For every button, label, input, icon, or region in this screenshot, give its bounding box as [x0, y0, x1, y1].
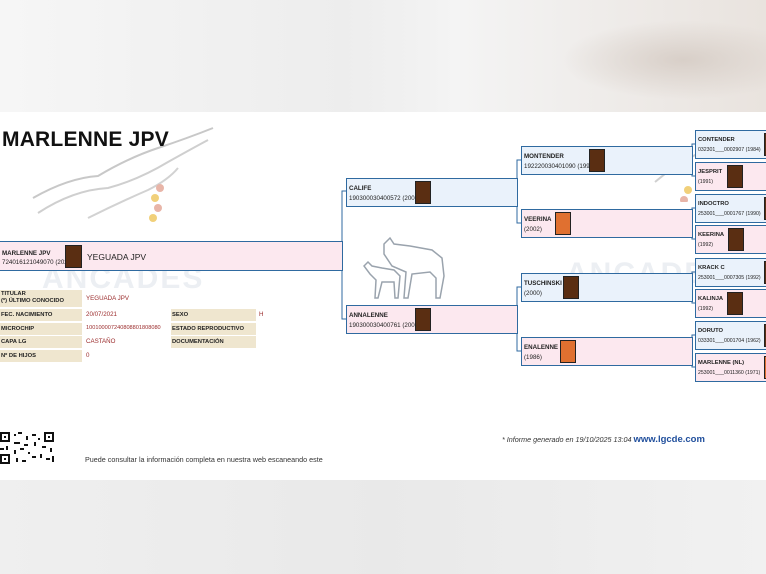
hijos-value: 0 — [86, 352, 90, 359]
sire-sire-reg: 192220030401090 (1994) — [524, 163, 596, 170]
g3-name: CONTENDER — [698, 137, 735, 143]
sire-dam-name: VEERINA — [524, 216, 552, 223]
dam-sire-name: TUSCHINSKI — [524, 280, 562, 287]
coat-color-swatch — [764, 356, 766, 379]
g3-card: MARLENNE (NL) 253001___0011360 (1971) — [695, 353, 766, 382]
coat-color-swatch — [555, 212, 571, 235]
documentacion-label: DOCUMENTACIÓN — [171, 336, 256, 348]
report-generated-text: * Informe generado en 19/10/2025 13:04 — [502, 435, 632, 444]
coat-color-swatch — [764, 261, 766, 284]
g3-name: DORUTO — [698, 328, 724, 334]
sexo-value: H — [259, 311, 264, 318]
qr-code[interactable] — [0, 432, 56, 464]
sire-dam-card: VEERINA (2002) — [521, 209, 693, 238]
g3-name: KRACK C — [698, 265, 725, 271]
coat-color-swatch — [65, 245, 82, 268]
main-horse-card: MARLENNE JPV 724016121049070 (2021) YEGU… — [0, 241, 343, 271]
g3-name: KALINJA — [698, 296, 724, 302]
g3-reg: (1991) — [698, 179, 713, 185]
g3-reg: 253001___0001767 (1990) — [698, 211, 761, 217]
g3-card: KRACK C 253001___0007305 (1992) — [695, 258, 766, 287]
sire-name: CALIFE — [349, 185, 372, 192]
g3-name: MARLENNE (NL) — [698, 360, 745, 366]
microchip-label: MICROCHIP — [0, 323, 82, 335]
sire-dam-reg: (2002) — [524, 226, 542, 233]
hijos-label: Nº DE HIJOS — [0, 350, 82, 362]
consult-note: Puede consultar la información completa … — [85, 455, 323, 464]
g3-reg: 253001___0007305 (1992) — [698, 275, 761, 281]
titular-label: TITULAR (*) ÚLTIMO CONOCIDO — [0, 290, 82, 307]
sire-card: CALIFE 190300030400572 (2007) — [346, 178, 518, 207]
g3-card: DORUTO 033301___0001704 (1962) — [695, 321, 766, 350]
fec-nacimiento-label: FEC. NACIMIENTO — [0, 309, 82, 321]
titular-value: YEGUADA JPV — [86, 295, 129, 302]
horse-silhouette-icon — [363, 236, 445, 299]
coat-color-swatch — [563, 276, 579, 299]
dam-sire-reg: (2000) — [524, 290, 542, 297]
coat-color-swatch — [415, 181, 431, 204]
capa-value: CASTAÑO — [86, 338, 116, 345]
main-horse-reg: 724016121049070 (2021) — [2, 259, 74, 266]
pedigree-document: ANCADES ANCADES MARLENNE JPV MARLENNE JP… — [0, 112, 766, 480]
g3-card: INDOCTRO 253001___0001767 (1990) — [695, 194, 766, 223]
coat-color-swatch — [764, 324, 766, 347]
coat-color-swatch — [764, 197, 766, 220]
coat-color-swatch — [560, 340, 576, 363]
microchip-value: 100100007240808801808080 — [86, 325, 161, 331]
coat-color-swatch — [415, 308, 431, 331]
hand-drawing-decoration — [32, 127, 214, 222]
g3-card: CONTENDER 032301___0002907 (1984) — [695, 130, 766, 159]
g3-reg: 033301___0001704 (1962) — [698, 338, 761, 344]
g3-name: INDOCTRO — [698, 201, 729, 207]
sire-sire-card: MONTENDER 192220030401090 (1994) — [521, 146, 693, 175]
sire-sire-name: MONTENDER — [524, 153, 564, 160]
g3-card: KEERINA (1992) — [695, 225, 766, 254]
fec-nacimiento-value: 20/07/2021 — [86, 311, 117, 318]
estado-label: ESTADO REPRODUCTIVO — [171, 323, 256, 335]
page-title: MARLENNE JPV — [2, 128, 169, 151]
dam-reg: 190300030400761 (2005) — [349, 322, 421, 329]
g3-name: JESPRIT — [698, 169, 723, 175]
blurred-background-top — [0, 0, 766, 112]
g3-name: KEERINA — [698, 232, 725, 238]
coat-color-swatch — [728, 228, 744, 251]
coat-color-swatch — [727, 292, 743, 315]
breeder-name: YEGUADA JPV — [87, 252, 147, 262]
g3-card: KALINJA (1992) — [695, 289, 766, 318]
dam-dam-reg: (1986) — [524, 354, 542, 361]
dam-name: ANNALENNE — [349, 312, 388, 319]
dam-sire-card: TUSCHINSKI (2000) — [521, 273, 693, 302]
coat-color-swatch — [764, 133, 766, 156]
capa-label: CAPA LG — [0, 336, 82, 348]
report-generated-note: * Informe generado en 19/10/2025 13:04 w… — [502, 434, 705, 445]
g3-reg: 253001___0011360 (1971) — [698, 370, 761, 376]
coat-color-swatch — [589, 149, 605, 172]
dam-dam-card: ENALENNE (1986) — [521, 337, 693, 366]
main-horse-name: MARLENNE JPV — [2, 250, 51, 257]
g3-reg: 032301___0002907 (1984) — [698, 147, 761, 153]
dam-dam-name: ENALENNE — [524, 344, 559, 351]
sexo-label: SEXO — [171, 309, 256, 321]
website-link[interactable]: www.lgcde.com — [633, 434, 705, 445]
g3-reg: (1992) — [698, 306, 713, 312]
coat-color-swatch — [727, 165, 743, 188]
sire-reg: 190300030400572 (2007) — [349, 195, 421, 202]
blurred-background-bottom — [0, 480, 766, 574]
dam-card: ANNALENNE 190300030400761 (2005) — [346, 305, 518, 334]
g3-reg: (1992) — [698, 242, 713, 248]
g3-card: JESPRIT (1991) — [695, 162, 766, 191]
